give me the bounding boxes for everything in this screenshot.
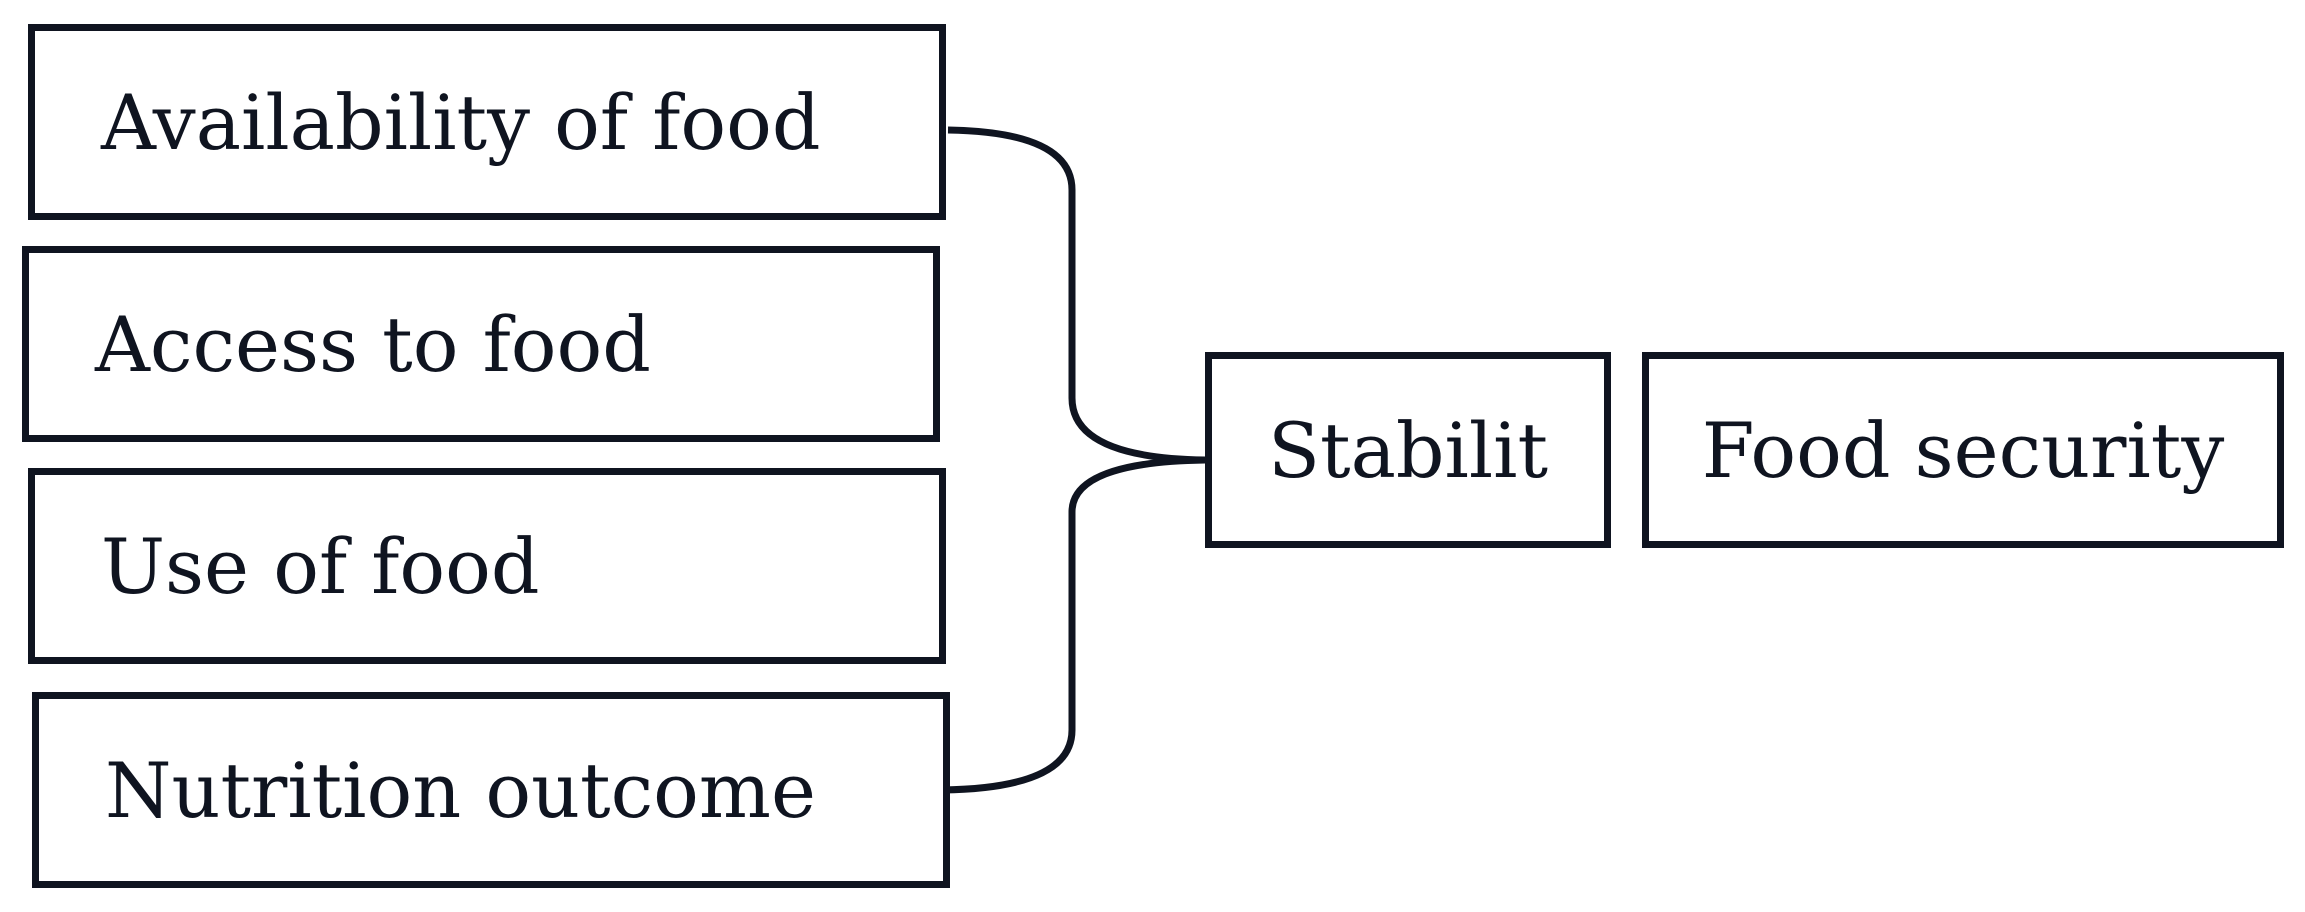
- factor-box-access: Access to food: [22, 246, 940, 442]
- factor-label-access: Access to food: [95, 299, 651, 389]
- bracket-lower-arm: [942, 456, 1206, 794]
- food-security-box: Food security: [1642, 352, 2284, 548]
- factor-box-nutrition: Nutrition outcome: [32, 692, 950, 888]
- factor-label-use: Use of food: [101, 521, 540, 611]
- food-security-label: Food security: [1701, 405, 2225, 495]
- factor-box-availability: Availability of food: [28, 24, 946, 220]
- stability-box: Stabilit: [1205, 352, 1611, 548]
- factor-box-use: Use of food: [28, 468, 946, 664]
- factor-label-nutrition: Nutrition outcome: [105, 745, 816, 835]
- bracket-upper-arm: [947, 126, 1206, 464]
- stability-label: Stabilit: [1267, 405, 1549, 495]
- factor-label-availability: Availability of food: [101, 77, 821, 167]
